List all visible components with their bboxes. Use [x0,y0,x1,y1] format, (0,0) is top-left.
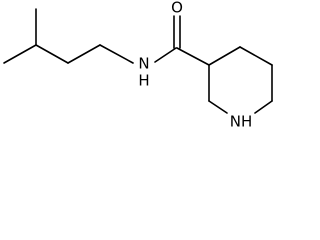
ring-bond-2 [239,46,273,66]
bond-chain-3 [99,44,134,64]
bond-chain-2 [67,44,101,64]
ring-nitrogen-label: NH [230,113,253,131]
amide-hydrogen-label: H [138,72,149,90]
ring-bond-4 [254,100,273,114]
amide-nitrogen-label: N [138,55,149,73]
structure-diagram: O N H NH [3,0,273,131]
bond-methyl-left [3,44,37,64]
bond-carbonyl-ring [176,47,210,66]
ring-bond-1 [208,46,241,66]
ring-bond-5 [208,100,228,114]
carbonyl-oxygen-label: O [171,0,183,17]
bond-chain-1 [35,44,69,64]
bond-amide-n-c [154,47,177,63]
